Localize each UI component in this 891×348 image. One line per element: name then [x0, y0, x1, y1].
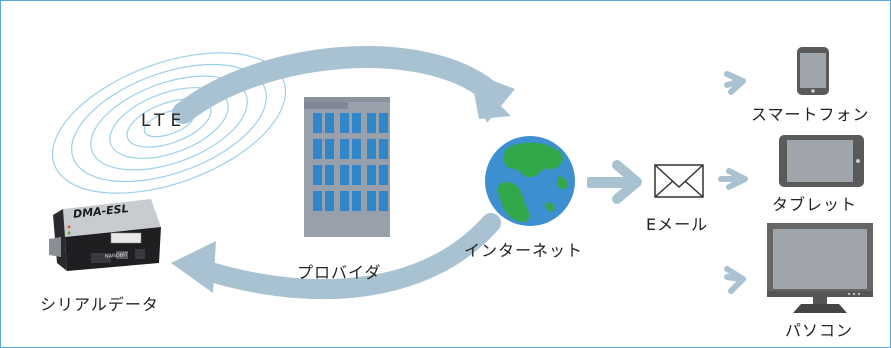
tablet-label: タブレット [772, 195, 858, 214]
arrow-to-tablet [718, 168, 748, 190]
tablet-icon [779, 135, 864, 187]
building-window [325, 113, 334, 133]
arrow-to-email [587, 160, 642, 204]
building-window [340, 113, 349, 133]
building-window [379, 139, 388, 159]
email-label: Eメール [646, 215, 709, 234]
building-window [352, 113, 361, 133]
building-window [313, 191, 322, 211]
arrow-to-pc [724, 266, 746, 294]
provider-label: プロバイダ [297, 263, 382, 282]
pc-label: パソコン [785, 321, 854, 340]
building-window [313, 113, 322, 133]
building-window [313, 139, 322, 159]
building-window [325, 139, 334, 159]
envelope-icon [654, 164, 704, 198]
building-window [379, 113, 388, 133]
lte-label: LTE [141, 111, 188, 131]
device-caption: シリアルデータ [40, 295, 159, 314]
lte-wave-icon [51, 52, 287, 194]
building-window [340, 139, 349, 159]
internet-label: インターネット [464, 241, 584, 260]
upload-curve-arrow [172, 46, 515, 124]
download-curve-arrow [171, 213, 501, 300]
arrow-to-smartphone [724, 71, 746, 95]
smartphone-label: スマートフォン [751, 105, 870, 124]
device-icon [49, 199, 161, 271]
building-window [367, 139, 376, 159]
building-window [325, 165, 334, 185]
building-window [340, 191, 349, 211]
pc-monitor-icon [767, 223, 873, 313]
building-window [379, 165, 388, 185]
building-icon [304, 97, 390, 237]
building-window [379, 191, 388, 211]
building-window [313, 165, 322, 185]
globe-icon [485, 136, 575, 226]
smartphone-icon [797, 47, 829, 95]
building-window [367, 191, 376, 211]
building-window [352, 139, 361, 159]
building-window [352, 165, 361, 185]
building-window [367, 113, 376, 133]
building-window [367, 165, 376, 185]
building-window [352, 191, 361, 211]
building-window [325, 191, 334, 211]
building-window [340, 165, 349, 185]
